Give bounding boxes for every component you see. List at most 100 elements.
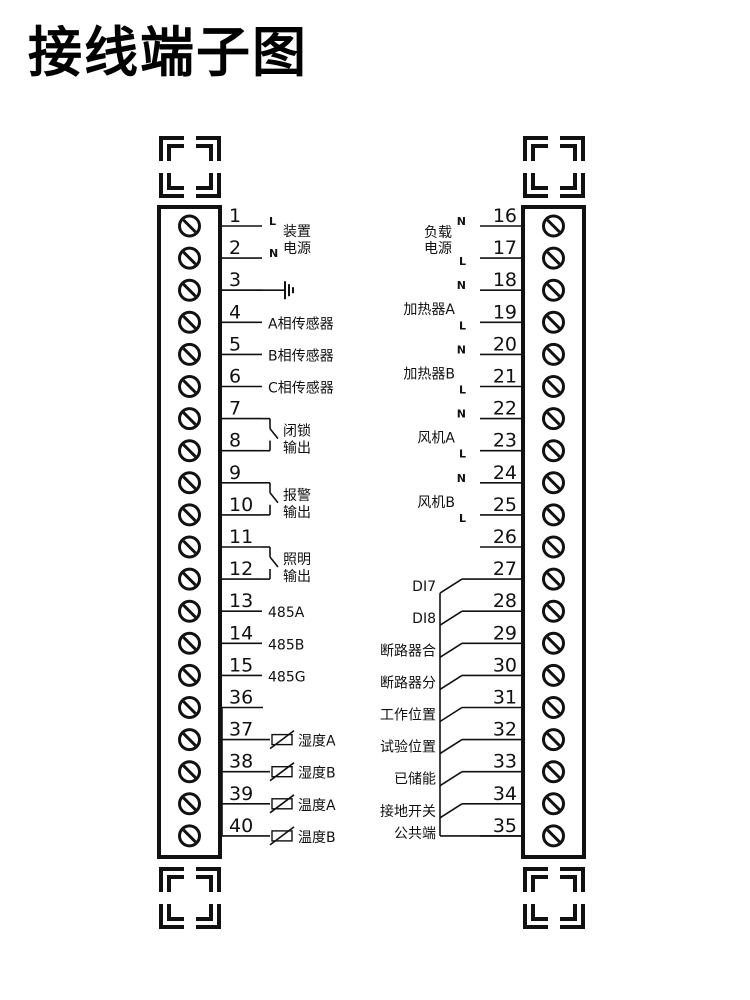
terminal-screw-icon — [542, 567, 565, 591]
terminal-number: 6 — [229, 366, 241, 388]
group-label: 风机A — [417, 431, 455, 447]
terminal-screw-icon — [178, 728, 201, 752]
terminal-screw-slot — [182, 668, 197, 683]
terminal-screw-icon — [178, 824, 201, 848]
sensor-element-icon — [271, 798, 293, 810]
terminal-number: 32 — [493, 719, 517, 741]
terminal-number: 20 — [493, 333, 517, 355]
terminal-label: 485A — [268, 605, 305, 621]
group-label: 风机B — [417, 495, 455, 511]
terminal-number: 1 — [229, 205, 241, 227]
group-label: 输出 — [283, 569, 311, 585]
terminal-number: 34 — [493, 783, 517, 805]
sensor-element-icon — [271, 766, 293, 778]
terminal-number: 18 — [493, 269, 517, 291]
terminal-number: 11 — [229, 526, 253, 548]
terminal-number: 29 — [493, 622, 517, 644]
terminal-polarity-tag: N — [457, 408, 466, 421]
di-switch-icon — [439, 610, 463, 626]
terminal-screw-icon — [542, 471, 565, 495]
terminal-polarity-tag: N — [457, 215, 466, 228]
terminal-number: 23 — [493, 430, 517, 452]
terminal-screw-slot — [546, 475, 561, 490]
terminal-screw-slot — [546, 379, 561, 394]
terminal-label: 湿度B — [298, 766, 336, 782]
terminal-screw-slot — [546, 507, 561, 522]
terminal-screw-slot — [546, 764, 561, 779]
terminal-screw-icon — [542, 792, 565, 816]
terminal-label: 485G — [268, 669, 306, 685]
group-label: 电源 — [283, 241, 311, 257]
relay-contact-icon — [269, 556, 279, 568]
terminal-screw-slot — [546, 636, 561, 651]
terminal-number: 7 — [229, 398, 241, 420]
terminal-screw-icon — [542, 214, 565, 238]
di-label: DI8 — [412, 611, 436, 627]
terminal-number: 10 — [229, 494, 253, 516]
terminal-screw-slot — [182, 539, 197, 555]
terminal-screw-icon — [542, 439, 565, 463]
di-switch-icon — [439, 706, 463, 723]
terminal-screw-slot — [546, 411, 561, 426]
terminal-screw-icon — [542, 310, 565, 334]
terminal-screw-slot — [546, 700, 561, 715]
group-label: 照明 — [283, 552, 311, 568]
terminal-polarity-tag: N — [457, 472, 466, 485]
terminal-screw-icon — [178, 375, 201, 398]
terminal-screw-icon — [178, 214, 201, 238]
group-label: 电源 — [424, 241, 452, 257]
terminal-number: 27 — [493, 558, 517, 580]
terminal-number: 40 — [229, 815, 253, 837]
terminal-number: 39 — [229, 783, 253, 805]
relay-contact-icon — [269, 428, 279, 440]
terminal-number: 17 — [493, 237, 517, 259]
terminal-number: 2 — [229, 237, 241, 259]
terminal-screw-icon — [542, 375, 565, 398]
relay-contact-icon — [269, 492, 279, 504]
terminal-screw-slot — [546, 604, 561, 619]
terminal-screw-icon — [542, 503, 565, 527]
terminal-screw-icon — [178, 792, 201, 816]
group-label: 输出 — [283, 505, 311, 521]
terminal-number: 37 — [229, 719, 253, 741]
di-label: 试验位置 — [380, 740, 436, 756]
terminal-number: 31 — [493, 687, 517, 709]
terminal-label: 温度B — [298, 830, 336, 846]
group-label: 装置 — [283, 224, 311, 240]
terminal-number: 12 — [229, 558, 253, 580]
terminal-screw-icon — [542, 342, 565, 366]
terminal-number: 30 — [493, 654, 517, 676]
terminal-screw-icon — [542, 407, 565, 431]
terminal-screw-slot — [546, 796, 561, 811]
terminal-screw-slot — [182, 218, 197, 234]
group-label: 报警 — [283, 488, 311, 504]
terminal-number: 38 — [229, 751, 253, 773]
terminal-number: 21 — [493, 366, 517, 388]
terminal-number: 24 — [493, 462, 517, 484]
terminal-screw-icon — [178, 535, 201, 559]
terminal-polarity-tag: L — [459, 512, 466, 525]
di-label: 断路器分 — [380, 675, 436, 691]
mounting-bracket-icon — [159, 867, 221, 929]
terminal-number: 28 — [493, 590, 517, 612]
terminal-screw-icon — [542, 760, 565, 784]
terminal-screw-slot — [182, 764, 197, 779]
terminal-screw-slot — [182, 347, 197, 362]
di-switch-icon — [439, 803, 463, 819]
terminal-number: 26 — [493, 526, 517, 548]
terminal-screw-icon — [542, 728, 565, 752]
terminal-label: B相传感器 — [268, 347, 334, 364]
di-label: 断路器合 — [380, 643, 436, 659]
terminal-screw-slot — [546, 539, 561, 555]
di-label: 接地开关 — [380, 803, 436, 820]
terminal-screw-icon — [542, 278, 565, 302]
di-label: 已储能 — [394, 772, 436, 788]
terminal-polarity-tag: N — [457, 279, 466, 292]
terminal-number: 33 — [493, 751, 517, 773]
terminal-number: 5 — [229, 333, 241, 355]
terminal-polarity-tag: L — [459, 448, 466, 461]
group-label: 闭锁 — [283, 424, 311, 440]
terminal-screw-icon — [542, 246, 565, 270]
terminal-screw-slot — [546, 218, 561, 234]
